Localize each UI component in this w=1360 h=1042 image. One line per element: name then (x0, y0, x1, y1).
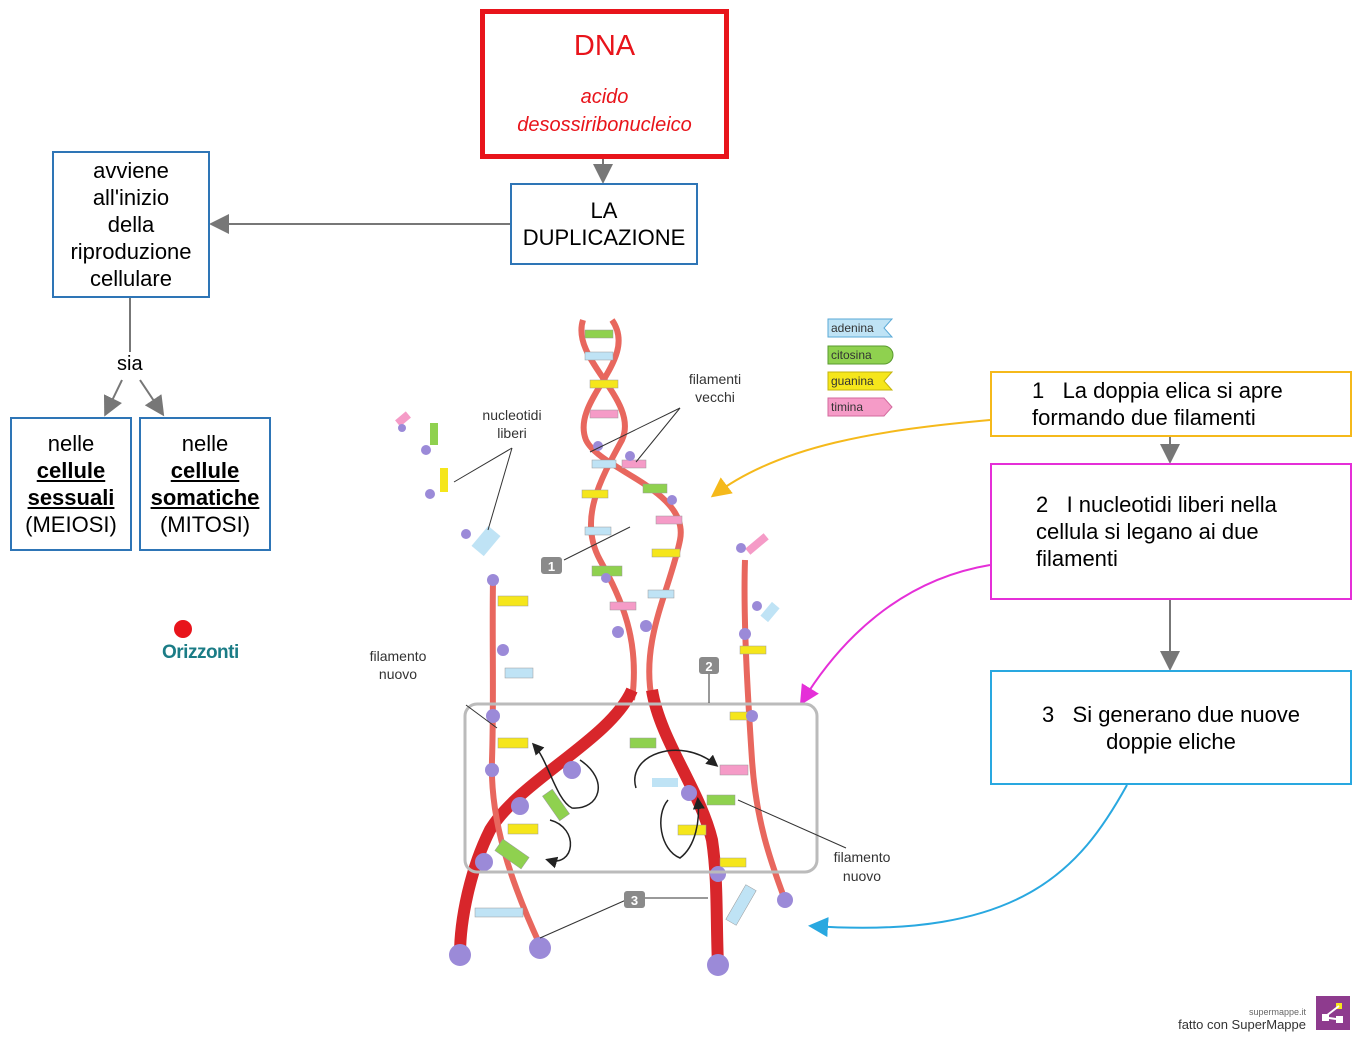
legend-label-adenina: adenina (831, 321, 874, 335)
step-3-line1: 3 Si generano due nuove (1041, 701, 1301, 727)
step-1-box: 1 La doppia elica si apre formando due f… (990, 371, 1352, 437)
label-new-strand-right-2: nuovo (843, 868, 881, 884)
duplication-line1: LA (590, 198, 618, 223)
label-free-nucleotides-2: liberi (497, 425, 527, 441)
label-new-strand-left-1: filamento (370, 648, 427, 664)
badge-1: 1 (548, 559, 555, 574)
legend-swatch-adenina (827, 318, 894, 338)
dna-illustration: 1 2 3 nucleotidi liberi filamenti vecchi… (370, 318, 891, 976)
step-1-line2: formando due filamenti (1032, 405, 1256, 430)
legend-label-guanina: guanina (831, 374, 874, 388)
orizzonti-logo-icon (174, 620, 192, 638)
step-2-box: 2 I nucleotidi liberi nella cellula si l… (990, 463, 1352, 600)
sexual-line2: cellule (36, 458, 106, 483)
arrow-step2-to-diagram (799, 564, 991, 706)
arrow-step1-to-diagram (710, 419, 991, 498)
step-2-line3: filamenti (1036, 546, 1118, 571)
legend-label-citosina: citosina (831, 348, 872, 362)
step-2-line2: cellula si legano ai due (1036, 519, 1259, 544)
arrow-step3-to-diagram (808, 784, 1128, 938)
dna-subtitle-line2: desossiribonucleico (517, 114, 692, 136)
legend-swatch-timina (827, 397, 893, 417)
label-old-strands-1: filamenti (689, 371, 741, 387)
base-legend: adenina citosina guanina timina (827, 318, 894, 417)
arrow-sia-to-somatic (139, 379, 165, 417)
legend-label-timina: timina (831, 400, 863, 414)
label-new-strand-left-2: nuovo (379, 666, 417, 682)
connector-label-sia: sia (115, 353, 145, 376)
step-1-line1: 1 La doppia elica si apre (1032, 378, 1283, 403)
when-line: all'inizio (92, 185, 170, 210)
somatic-line2: cellule (170, 458, 240, 483)
orizzonti-logo-word: Orizzonti (162, 642, 239, 663)
sexual-line3: sessuali (27, 485, 115, 510)
label-free-nucleotides-1: nucleotidi (482, 407, 541, 423)
supermappe-logo-icon (1316, 996, 1350, 1030)
footer-credit: supermappe.it fatto con SuperMappe (1178, 1007, 1306, 1032)
somatic-line1: nelle (181, 431, 229, 456)
dna-subtitle-line1: acido (580, 86, 629, 108)
arrow-sia-to-sexual (103, 379, 123, 417)
footer-site: supermappe.it (1248, 1007, 1306, 1017)
dna-title: DNA (573, 30, 636, 62)
when-line: della (107, 212, 155, 237)
when-line: riproduzione (70, 239, 192, 264)
legend-swatch-citosina (827, 345, 894, 365)
orizzonti-logo: Orizzonti (162, 620, 262, 670)
somatic-cells-box: nelle cellule somatiche (MITOSI) (139, 417, 271, 551)
sexual-line1: nelle (47, 431, 95, 456)
sexual-cells-box: nelle cellule sessuali (MEIOSI) (10, 417, 132, 551)
label-new-strand-right-1: filamento (834, 849, 891, 865)
somatic-line3: somatiche (150, 485, 260, 510)
duplication-line2: DUPLICAZIONE (522, 225, 686, 250)
when-line: avviene (93, 158, 169, 183)
badge-2: 2 (705, 659, 712, 674)
step-3-box: 3 Si generano due nuove doppie eliche (990, 670, 1352, 785)
badge-3: 3 (631, 893, 638, 908)
duplication-box: LA DUPLICAZIONE (510, 183, 698, 265)
legend-swatch-guanina (827, 371, 894, 391)
step-3-line2: doppie eliche (1106, 728, 1236, 754)
when-box: avviene all'inizio della riproduzione ce… (52, 151, 210, 298)
somatic-line4: (MITOSI) (159, 512, 251, 537)
footer-credit-text: fatto con SuperMappe (1178, 1017, 1306, 1032)
step-2-line1: 2 I nucleotidi liberi nella (1036, 492, 1277, 517)
sexual-line4: (MEIOSI) (25, 512, 117, 537)
dna-box: DNA acido desossiribonucleico (480, 9, 729, 159)
when-line: cellulare (90, 266, 172, 291)
label-old-strands-2: vecchi (695, 389, 735, 405)
